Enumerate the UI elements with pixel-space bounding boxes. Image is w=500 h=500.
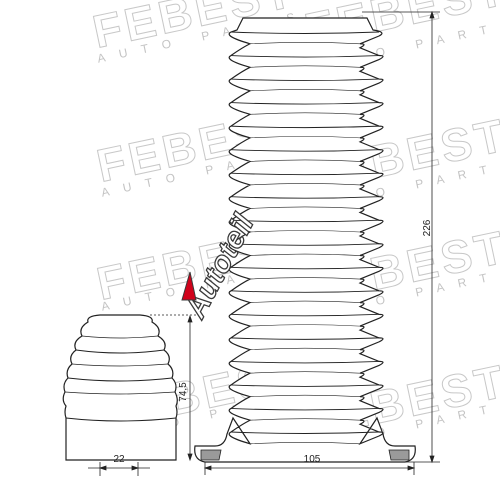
dust-boot-fold: [249, 418, 361, 421]
dust-boot-fold: [230, 337, 380, 340]
dust-boot-fold: [230, 102, 380, 105]
dust-boot-fold: [230, 149, 380, 152]
dimension-boot-height: [362, 10, 440, 464]
dimension-boot-width: [203, 462, 416, 475]
dimension-stopper-width: [88, 462, 150, 476]
dust-boot-fold: [230, 431, 380, 434]
dust-boot-fold: [249, 41, 361, 45]
label-boot-width: 105: [304, 454, 321, 465]
dust-boot: [194, 17, 416, 463]
dust-boot-fold: [230, 196, 380, 199]
dust-boot-fold: [249, 89, 361, 92]
dust-boot-fold: [230, 408, 380, 411]
dust-boot-fold: [249, 183, 361, 186]
dust-boot-fold: [249, 300, 361, 303]
dust-boot-fold: [230, 266, 380, 270]
dust-boot-fold: [249, 112, 361, 115]
dust-boot-fold: [230, 31, 380, 34]
dust-boot-fold: [249, 324, 361, 327]
bump-stopper: [62, 314, 178, 461]
dust-boot-fold: [249, 347, 361, 350]
dust-boot-fold: [249, 277, 361, 280]
dust-boot-fold: [230, 172, 380, 176]
dust-boot-fold: [230, 55, 380, 58]
dust-boot-fold: [230, 384, 380, 387]
dust-boot-fold: [249, 394, 361, 398]
label-boot-height: 226: [422, 219, 433, 236]
dust-boot-fold: [230, 243, 380, 246]
dust-boot-fold: [249, 65, 361, 68]
dust-boot-fold: [230, 219, 380, 223]
dust-boot-fold: [230, 78, 380, 81]
dust-boot-fold: [249, 253, 361, 256]
label-stopper-width: 22: [113, 454, 125, 465]
dust-boot-fold: [230, 313, 380, 317]
dust-boot-flange: [200, 449, 410, 461]
dimension-stopper-height: [150, 314, 198, 462]
dust-boot-fold: [249, 441, 361, 445]
label-stopper-height: 74,5: [178, 382, 189, 402]
dust-boot-fold: [249, 230, 361, 233]
dust-boot-fold: [249, 371, 361, 374]
dust-boot-fold: [249, 136, 361, 139]
dust-boot-outline: [194, 17, 416, 463]
dust-boot-fold: [249, 159, 361, 162]
dust-boot-fold: [230, 125, 380, 129]
dust-boot-fold: [230, 290, 380, 293]
stamp-accent-mark: [181, 271, 197, 301]
dust-boot-fold: [249, 206, 361, 209]
dust-boot-fold: [230, 360, 380, 364]
